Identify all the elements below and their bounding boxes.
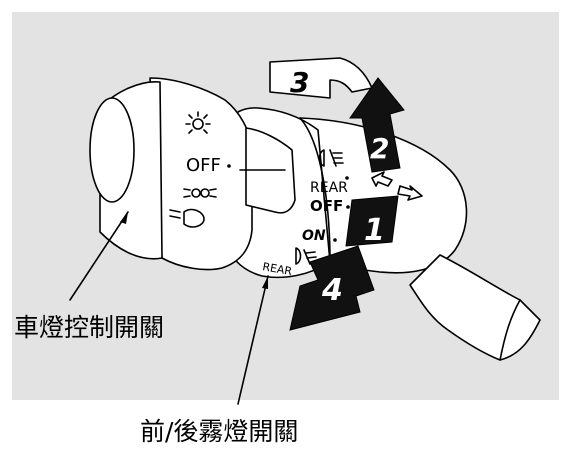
front-fog-icon	[318, 149, 344, 167]
headlight-switch-ring[interactable]	[149, 77, 296, 271]
arrow-4: 4	[289, 245, 375, 331]
arrow-2: 2	[349, 77, 405, 173]
low-beam-icon	[169, 208, 205, 228]
headlight-markings: OFF	[169, 111, 231, 228]
headlight-off-label: OFF	[186, 155, 221, 176]
rear-fog-icon	[295, 247, 317, 265]
arrow-3: 3	[269, 57, 373, 99]
fog-rear-top-label: REAR	[310, 180, 348, 196]
rotation-indicator	[371, 171, 423, 201]
headlight-switch-callout: 車燈控制開關	[14, 313, 164, 342]
fog-rear-bottom-label: REAR	[261, 260, 293, 278]
bottom-label-area	[12, 400, 559, 453]
stalk-end-knob	[89, 81, 163, 260]
fog-switch-callout: 前/後霧燈開關	[140, 417, 298, 446]
parking-lights-icon	[183, 188, 217, 198]
arrow-4-label: 4	[321, 273, 343, 308]
arrow-3-label: 3	[290, 66, 309, 99]
fog-on-label: ON	[302, 228, 326, 244]
arrow-2-label: 2	[370, 132, 389, 165]
fog-off-label: OFF	[310, 197, 343, 215]
leader-headlight-arrowhead	[120, 212, 128, 224]
leader-fog-arrowhead	[262, 276, 268, 289]
arrow-1: 1	[345, 195, 399, 248]
arrow-1-label: 1	[364, 213, 385, 248]
leader-headlight	[69, 211, 129, 301]
headlights-icon	[185, 111, 211, 134]
fog-markings: REAR OFF ON REAR	[261, 149, 350, 278]
stalk-body	[299, 117, 541, 361]
leader-fog	[237, 275, 269, 405]
